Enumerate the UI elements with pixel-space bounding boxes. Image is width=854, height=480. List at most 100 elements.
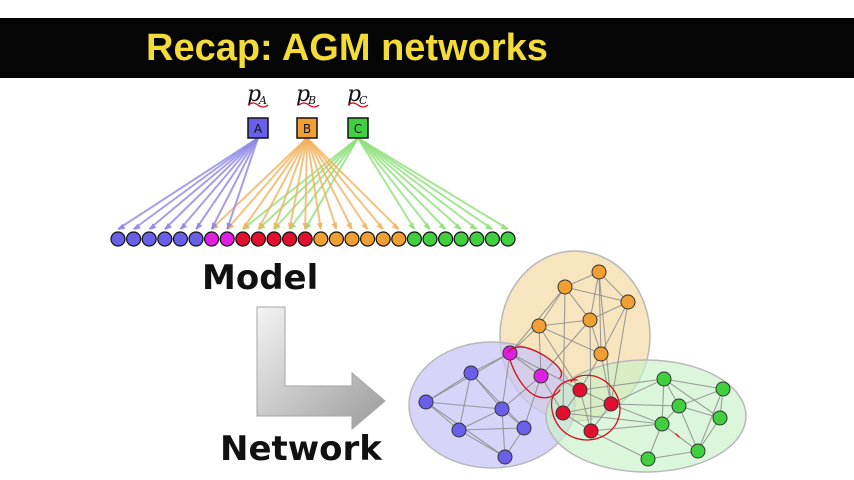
model-edge — [288, 137, 359, 230]
network-edge — [501, 375, 542, 410]
network-edge — [663, 378, 724, 390]
model-edge — [148, 137, 259, 230]
model-edge-arrowhead — [258, 222, 265, 230]
model-edge — [357, 137, 431, 230]
network-edge — [598, 271, 612, 405]
network-node — [557, 279, 573, 295]
model-edge — [306, 137, 322, 230]
model-node — [328, 231, 344, 247]
network-edge — [564, 286, 629, 303]
model-node — [484, 231, 500, 247]
model-edge-arrowhead — [453, 223, 462, 230]
network-node — [591, 264, 607, 280]
network-edge — [470, 372, 525, 429]
model-node — [438, 231, 454, 247]
model-edges — [117, 137, 509, 230]
network-node — [712, 410, 728, 426]
model-edge — [306, 137, 400, 230]
network-node — [497, 449, 513, 465]
model-node — [360, 231, 376, 247]
network-edge — [562, 412, 663, 425]
model-edge — [306, 137, 353, 230]
model-edge — [357, 137, 493, 230]
network-node — [583, 423, 599, 439]
model-node — [126, 231, 142, 247]
network-edge — [610, 301, 629, 405]
model-edge-arrowhead — [133, 223, 142, 230]
model-edge — [133, 137, 259, 230]
model-edge-arrowhead — [211, 222, 218, 230]
handwritten-annotation — [507, 346, 680, 441]
model-edge-arrowhead — [331, 222, 338, 230]
network-node — [593, 346, 609, 362]
network-edge — [501, 352, 511, 410]
network-node — [572, 382, 588, 398]
model-edge — [306, 137, 369, 230]
network-edge — [610, 378, 665, 405]
network-node — [463, 365, 479, 381]
network-node — [671, 398, 687, 414]
network-node — [620, 294, 636, 310]
model-edge — [273, 137, 308, 230]
network-edge — [598, 271, 602, 355]
arrow-l-icon — [256, 306, 386, 431]
probability-underlines — [247, 102, 369, 108]
model-node — [469, 231, 485, 247]
model-edge — [210, 137, 259, 230]
model-edge — [257, 137, 308, 230]
network-edge — [562, 403, 612, 414]
model-edge-arrowhead — [500, 223, 508, 230]
model-node — [110, 231, 126, 247]
probability-subscript: A — [258, 94, 267, 107]
model-node — [266, 231, 282, 247]
probability-subscript: B — [307, 94, 316, 107]
network-node — [494, 401, 510, 417]
network-edge — [540, 319, 591, 377]
network-edge — [647, 450, 699, 460]
model-edge-arrowhead — [164, 222, 172, 230]
community-letter: A — [254, 122, 263, 136]
model-edge-arrowhead — [469, 223, 477, 230]
model-edge — [273, 137, 359, 230]
community-letter: B — [303, 122, 311, 136]
network-edge — [590, 423, 663, 432]
model-node — [157, 231, 173, 247]
community-b-box: BpB — [296, 82, 318, 139]
model-edge-arrowhead — [346, 222, 352, 230]
network-node — [451, 422, 467, 438]
network-edge — [590, 430, 649, 460]
network-node — [603, 396, 619, 412]
model-edge — [357, 137, 416, 230]
network-node — [582, 312, 598, 328]
model-node — [453, 231, 469, 247]
network-node — [418, 394, 434, 410]
network-edge — [610, 403, 680, 407]
network-edge — [661, 378, 665, 425]
network-node — [690, 443, 706, 459]
model-edge — [357, 137, 478, 230]
community-letter: C — [354, 122, 362, 136]
model-node — [375, 231, 391, 247]
model-edge-arrowhead — [226, 222, 233, 230]
model-node — [422, 231, 438, 247]
network-edge — [523, 375, 542, 429]
model-edge-arrowhead — [361, 222, 368, 230]
model-node — [297, 231, 313, 247]
model-node — [172, 231, 188, 247]
model-edge — [242, 137, 359, 230]
network-node — [640, 451, 656, 467]
model-edge — [226, 137, 259, 230]
model-edge — [179, 137, 259, 230]
model-node — [282, 231, 298, 247]
model-edge — [226, 137, 308, 230]
model-edge-arrowhead — [273, 222, 280, 230]
model-edge-arrowhead — [274, 222, 281, 230]
model-edge — [288, 137, 308, 230]
network-edge — [562, 286, 566, 414]
network-edge — [458, 429, 506, 458]
model-label: Model — [202, 258, 318, 298]
network-edge — [538, 325, 542, 377]
network-edge — [589, 271, 600, 321]
network-edge — [538, 286, 566, 327]
model-edge — [304, 137, 308, 230]
